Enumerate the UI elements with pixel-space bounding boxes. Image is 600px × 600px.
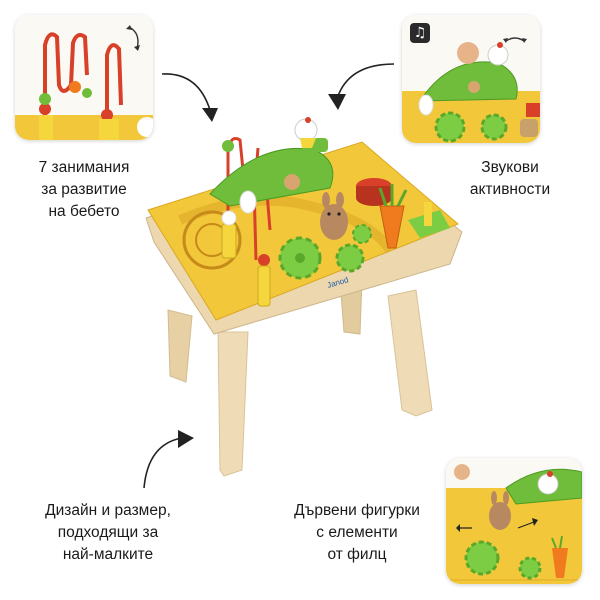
gear-green-large <box>278 236 322 280</box>
caption-wooden-figures: Дървени фигурки с елементи от филц <box>294 502 420 563</box>
activity-table-image: Janod <box>145 117 463 477</box>
carrot-figure <box>378 184 408 249</box>
table-leg-back-left <box>167 309 193 383</box>
curved-arrow-icon <box>143 430 194 489</box>
curved-arrow-icon <box>161 73 218 122</box>
egg-figure <box>239 190 257 214</box>
music-note-icon: ♫ <box>410 23 430 43</box>
bead-green <box>222 140 234 152</box>
red-drum <box>356 178 392 206</box>
table-leg-front-right <box>387 289 433 417</box>
chicken-figure <box>294 118 318 142</box>
caption-development-activities: 7 занимания за развитие на бебето <box>38 159 130 220</box>
inset-wooden-figures <box>446 458 582 584</box>
caption-design-and-size: Дизайн и размер, подходящи за най-малкит… <box>45 502 171 563</box>
rabbit-figure <box>320 192 348 240</box>
curved-arrow-icon <box>328 63 395 110</box>
rotate-arrow-icon <box>503 37 527 43</box>
bead-post <box>221 223 237 259</box>
gear-green-small <box>335 243 365 273</box>
caption-sound-activities: Звукови активности <box>469 159 551 198</box>
inset-bead-maze <box>15 15 153 140</box>
bead-red <box>258 254 270 266</box>
rotate-arrow-icon <box>126 25 140 51</box>
inset-sound-activities: ♫ <box>402 15 540 143</box>
table-leg-front-left <box>217 331 249 477</box>
maze-track <box>182 210 242 270</box>
